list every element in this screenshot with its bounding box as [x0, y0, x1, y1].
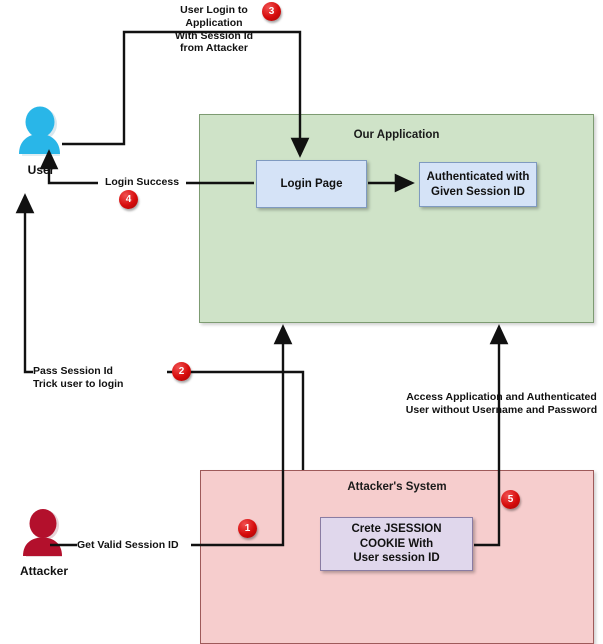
- application-zone-label: Our Application: [353, 129, 440, 141]
- attacker-zone-label: Attacker's System: [347, 481, 447, 493]
- jsession-cookie-label: Crete JSESSION COOKIE With User session …: [351, 523, 442, 565]
- edge-step2-label: Pass Session Id Trick user to login: [33, 365, 167, 391]
- edge-step4-label: Login Success: [98, 176, 186, 189]
- attacker-actor-label: Attacker: [19, 564, 69, 578]
- edge-step5-label: Access Application and Authenticated Use…: [405, 391, 598, 416]
- jsession-cookie-node[interactable]: Crete JSESSION COOKIE With User session …: [320, 517, 473, 571]
- edge-step1-label: Get Valid Session ID: [77, 539, 191, 552]
- user-person-icon: [19, 106, 60, 156]
- badge-step1: 1: [238, 519, 257, 538]
- user-actor[interactable]: User: [4, 100, 78, 177]
- badge-step4: 4: [119, 190, 138, 209]
- badge-step3: 3: [262, 2, 281, 21]
- edge-step3-label: User Login to Application With Session I…: [174, 4, 254, 55]
- login-page-label: Login Page: [280, 177, 343, 190]
- badge-step5: 5: [501, 490, 520, 509]
- authenticated-node[interactable]: Authenticated with Given Session ID: [419, 162, 537, 207]
- authenticated-label: Authenticated with Given Session ID: [426, 171, 530, 198]
- badge-step2: 2: [172, 362, 191, 381]
